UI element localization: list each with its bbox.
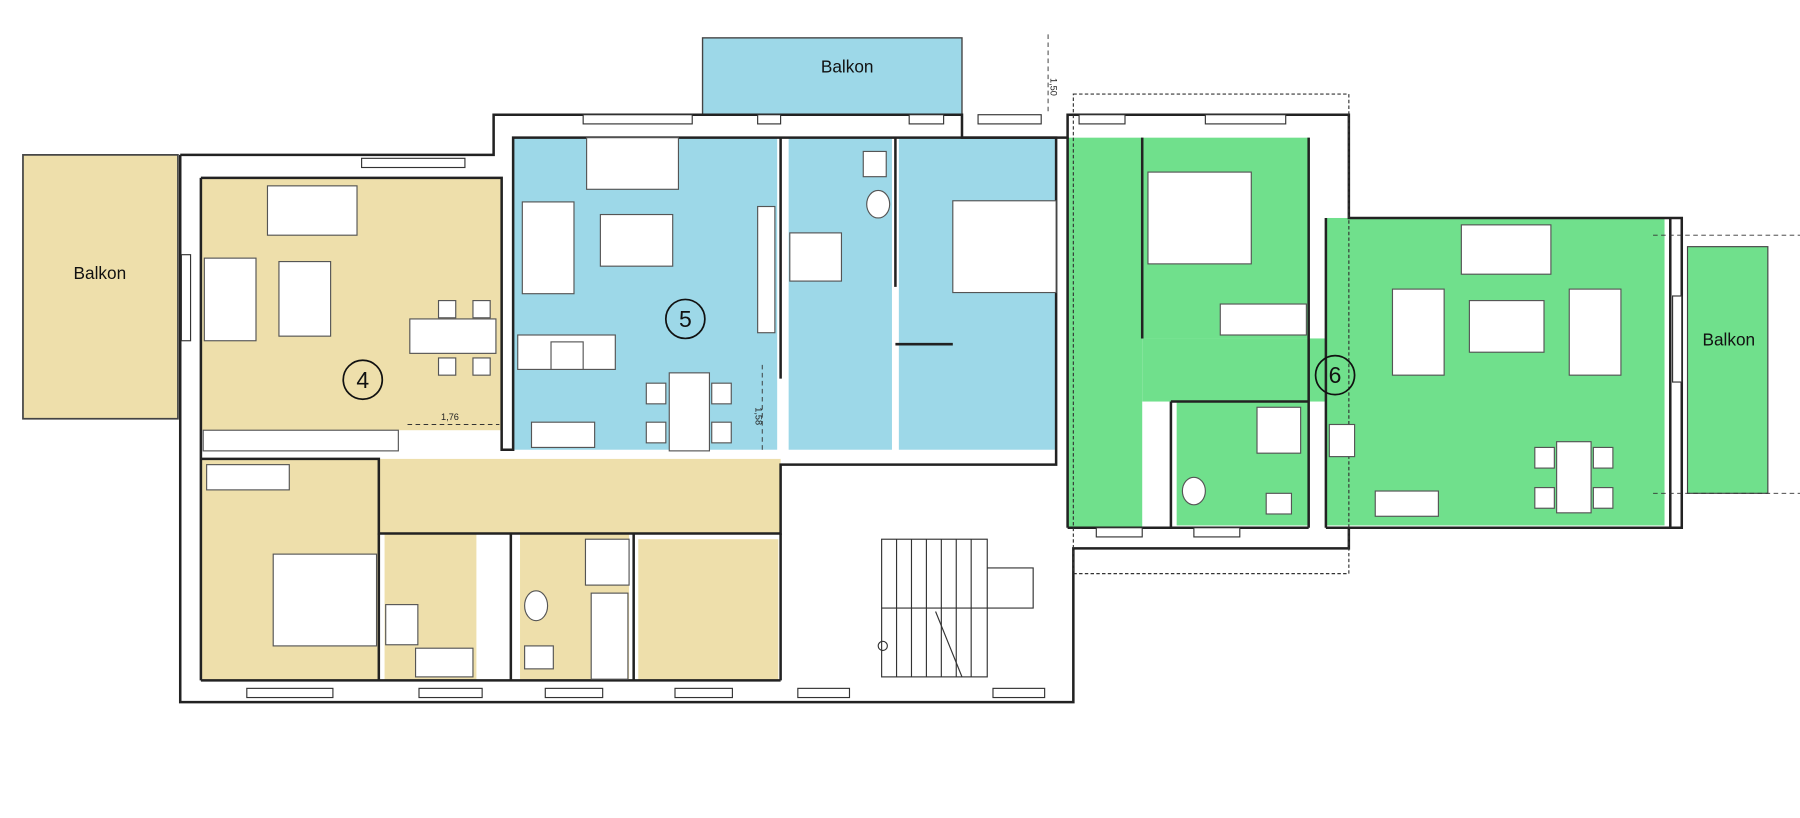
- windows: [180, 114, 1683, 699]
- apartment-number-4: 4: [342, 359, 384, 401]
- apartment-number-6: 6: [1314, 354, 1356, 396]
- balcony-label: Balkon: [821, 56, 874, 76]
- dimension-label: 1,58: [753, 407, 763, 425]
- balcony-label: Balkon: [74, 263, 127, 283]
- balcony-apartment-5: [701, 37, 963, 116]
- apartment-number-5: 5: [664, 298, 706, 340]
- svg-text:5: 5: [679, 306, 692, 332]
- svg-text:6: 6: [1329, 362, 1342, 388]
- balcony-label: Balkon: [1703, 329, 1756, 349]
- walls: [178, 93, 1684, 704]
- furniture: [202, 137, 1622, 680]
- staircase: [877, 538, 1034, 678]
- svg-text:4: 4: [356, 367, 369, 393]
- dimension-label: 1,76: [441, 412, 459, 422]
- balcony-apartment-6: [1686, 246, 1769, 494]
- balcony-apartment-4: [22, 154, 179, 420]
- dimension-label: 1,50: [1048, 78, 1058, 96]
